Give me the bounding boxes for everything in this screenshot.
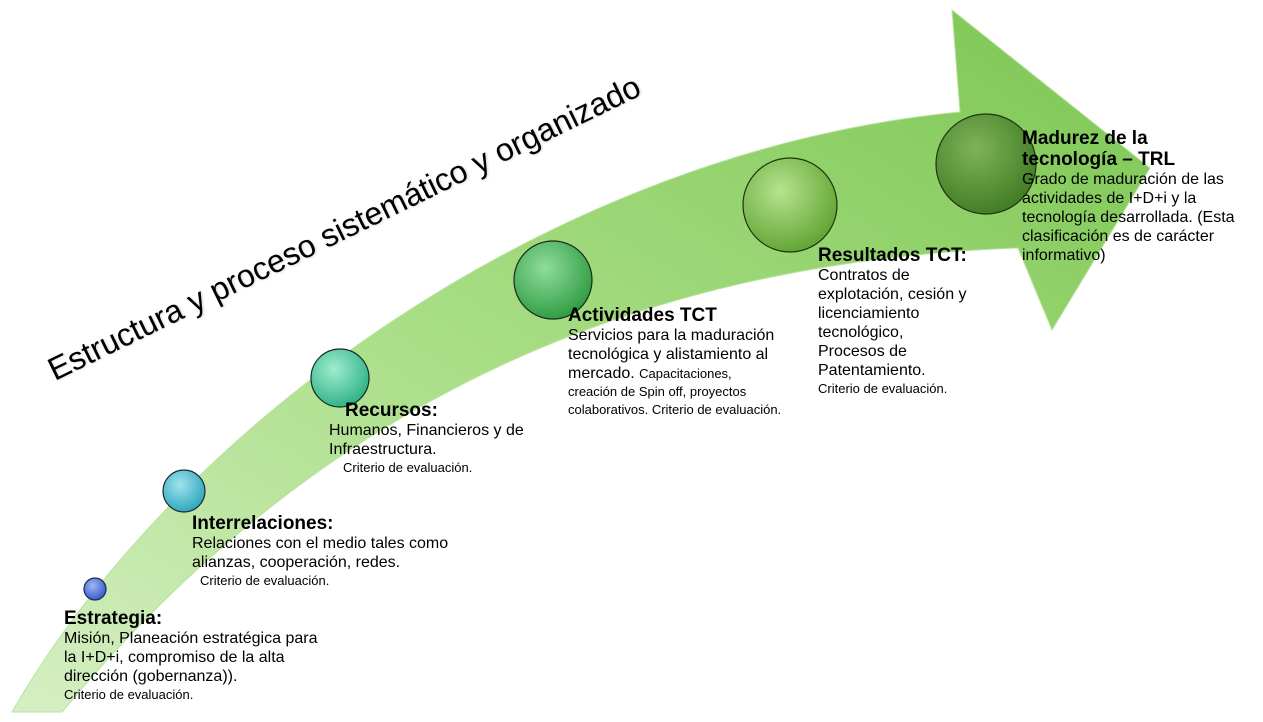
stage-description: Servicios para la maduración tecnológica… — [568, 327, 775, 382]
stage-criterion: Criterio de evaluación. — [200, 573, 330, 588]
stage-title: Estrategia: — [64, 608, 163, 629]
stage-title: Recursos: — [345, 400, 438, 421]
stage-marker-interrelaciones — [162, 469, 206, 513]
stage-title: Madurez de la tecnología – TRL — [1022, 128, 1176, 170]
progress-arrow — [11, 8, 1151, 713]
stage-marker-recursos — [310, 348, 370, 408]
stage-description: Misión, Planeación estratégica para la I… — [64, 630, 318, 685]
stage-marker-resultados — [742, 157, 838, 253]
stage-criterion: Criterio de evaluación. — [343, 460, 473, 475]
stage-criterion: Criterio de evaluación. — [64, 687, 194, 702]
stage-description: Humanos, Financieros y de Infraestructur… — [329, 422, 524, 458]
stage-description: Relaciones con el medio tales como alian… — [192, 535, 449, 571]
stage-madurez: Madurez de la tecnología – TRL Grado de … — [1022, 128, 1247, 265]
stage-recursos: Recursos: Humanos, Financieros y de Infr… — [329, 400, 544, 477]
stage-description: Grado de maduración de las actividades d… — [1022, 171, 1235, 264]
stage-marker-actividades — [513, 240, 593, 320]
stage-interrelaciones: Interrelaciones: Relaciones con el medio… — [192, 513, 492, 590]
stage-actividades: Actividades TCT Servicios para la madura… — [568, 305, 783, 419]
stage-title: Interrelaciones: — [192, 513, 334, 534]
stage-marker-estrategia — [83, 577, 107, 601]
stage-title: Resultados TCT: — [818, 245, 967, 266]
stage-criterion: Criterio de evaluación. — [818, 381, 948, 396]
stage-resultados: Resultados TCT: Contratos de explotación… — [818, 245, 968, 398]
stage-criterion: Capacitaciones, creación de Spin off, pr… — [568, 366, 782, 417]
stage-estrategia: Estrategia: Misión, Planeación estratégi… — [64, 608, 324, 704]
stage-title: Actividades TCT — [568, 305, 717, 326]
stage-description: Contratos de explotación, cesión y licen… — [818, 267, 967, 379]
stage-marker-madurez — [935, 113, 1037, 215]
